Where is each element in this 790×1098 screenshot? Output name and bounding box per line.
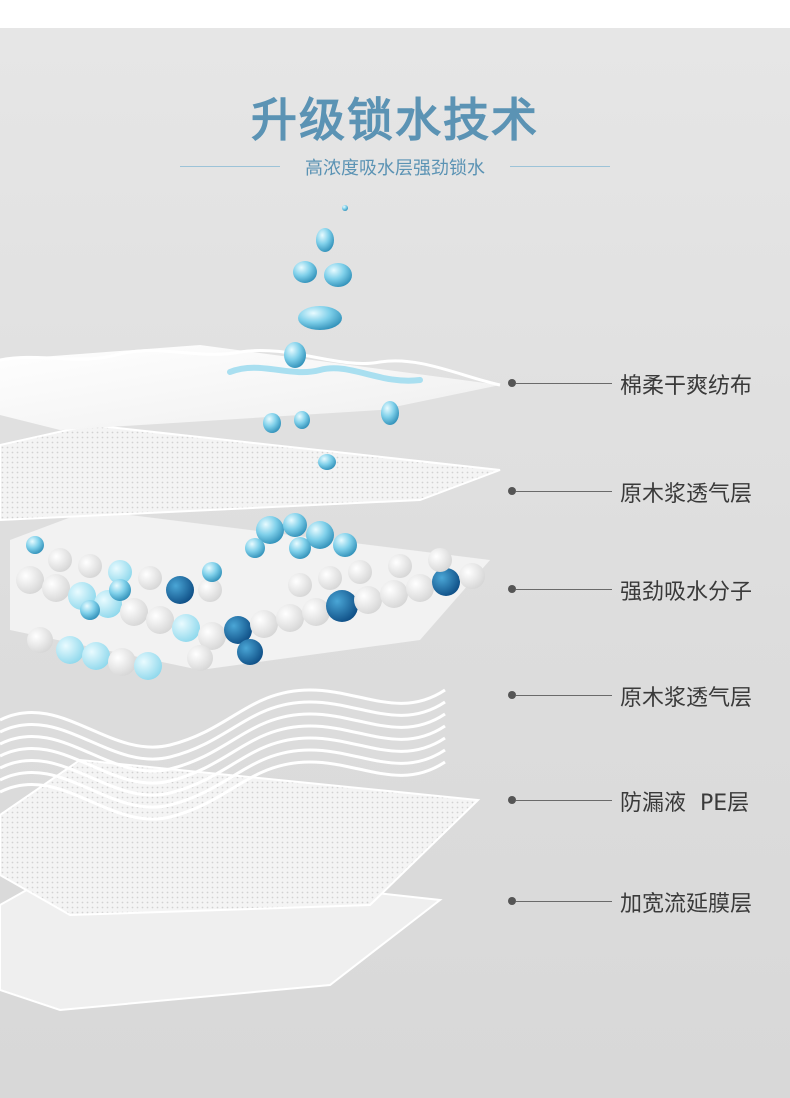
layer-label-text: 加宽流延膜层 (620, 892, 753, 917)
molecule-balls (16, 548, 485, 680)
label-leader-line (516, 383, 612, 384)
layer-label-pulp-top: 原木浆透气层 (508, 476, 790, 507)
absorbent-molecule-layer (10, 510, 490, 680)
label-dot (508, 796, 516, 804)
layer-label-pulp-bottom: 原木浆透气层 (508, 680, 790, 711)
label-dot (508, 897, 516, 905)
label-leader-line (516, 589, 612, 590)
layer-label-pe: 防漏液 PE层 (508, 785, 790, 816)
layer-label-absorbent: 强劲吸水分子 (508, 574, 790, 605)
page-subtitle: 高浓度吸水层强劲锁水 (305, 158, 485, 179)
layer-label-text: 防漏液 PE层 (620, 791, 750, 816)
label-leader-line (516, 695, 612, 696)
subtitle-divider-left (180, 166, 280, 167)
label-leader-line (516, 901, 612, 902)
label-dot (508, 585, 516, 593)
layer-label-film: 加宽流延膜层 (508, 886, 790, 917)
label-dot (508, 691, 516, 699)
layer-illustration (0, 205, 501, 1012)
layer-label-text: 棉柔干爽纺布 (620, 374, 753, 399)
wave-pulp-layer (0, 688, 446, 821)
water-cluster (26, 513, 357, 620)
layer-label-text: 原木浆透气层 (620, 482, 753, 507)
falling-water-drops (263, 205, 399, 470)
layer-label-text: 强劲吸水分子 (620, 580, 753, 605)
label-leader-line (516, 491, 612, 492)
label-leader-line (516, 800, 612, 801)
cotton-top-layer (0, 345, 501, 430)
layer-label-text: 原木浆透气层 (620, 686, 753, 711)
subtitle-divider-right (510, 166, 610, 167)
layer-label-cotton: 棉柔干爽纺布 (508, 368, 790, 399)
label-dot (508, 487, 516, 495)
subtitle-row: 高浓度吸水层强劲锁水 (180, 154, 610, 180)
label-dot (508, 379, 516, 387)
page-title: 升级锁水技术 (251, 93, 539, 147)
pulp-breathable-layer (0, 423, 501, 522)
